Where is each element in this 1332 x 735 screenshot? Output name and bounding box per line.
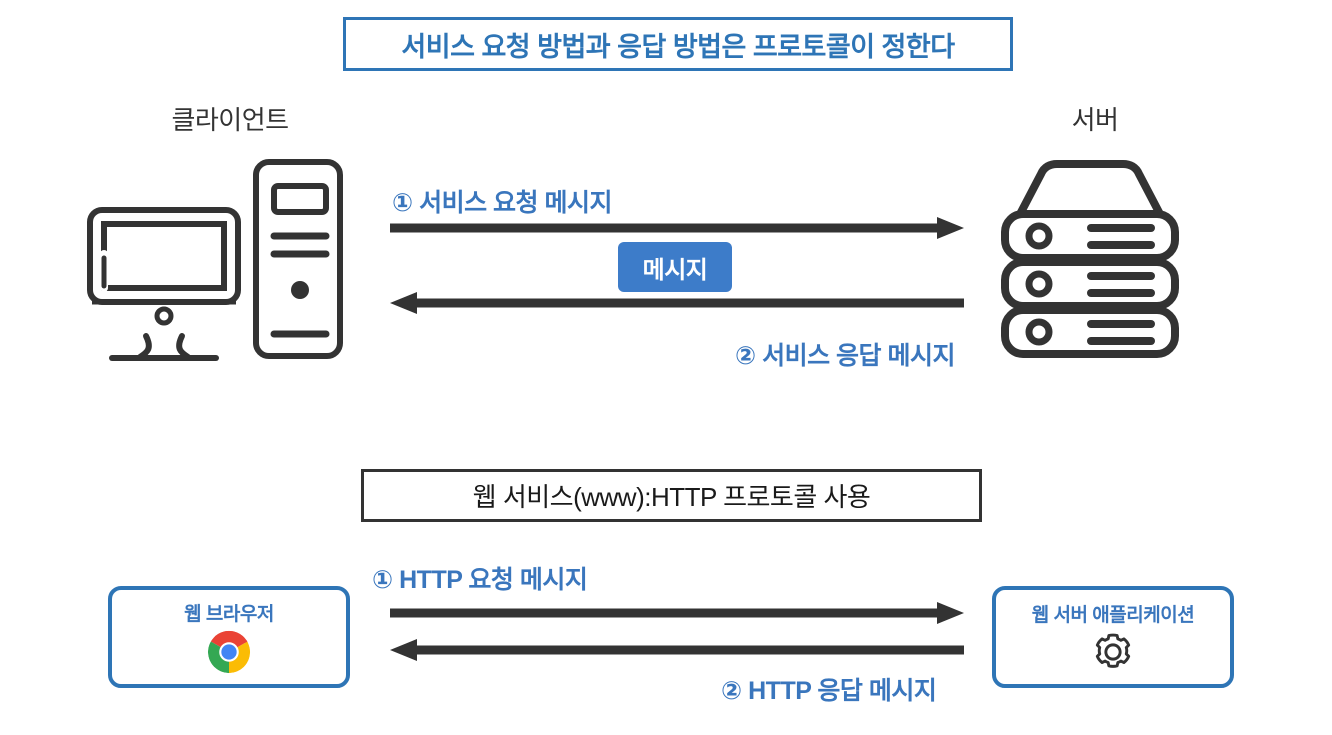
title-text: 서비스 요청 방법과 응답 방법은 프로토콜이 정한다 xyxy=(401,31,955,62)
message-badge-label: 메시지 xyxy=(642,256,708,284)
service-request-label: ① 서비스 요청 메시지 xyxy=(392,189,613,217)
server-caption: 서버 xyxy=(1071,105,1119,135)
web-server-application-node: 웹 서버 애플리케이션 xyxy=(992,586,1234,688)
web-server-application-label: 웹 서버 애플리케이션 xyxy=(1031,605,1195,626)
http-request-label: ① HTTP 요청 메시지 xyxy=(372,566,588,594)
web-browser-label: 웹 브라우저 xyxy=(184,604,274,625)
chrome-logo-icon xyxy=(206,629,252,675)
web-browser-node: 웹 브라우저 xyxy=(108,586,350,688)
section-heading-box: 웹 서비스(www):HTTP 프로토콜 사용 xyxy=(361,469,982,522)
server-stack-icon xyxy=(995,160,1185,365)
client-caption: 클라이언트 xyxy=(171,105,289,135)
arrow-left-icon xyxy=(388,291,966,320)
arrow-right-icon xyxy=(388,216,966,245)
desktop-computer-icon xyxy=(82,158,350,368)
section-heading-text: 웹 서비스(www):HTTP 프로토콜 사용 xyxy=(472,482,871,512)
arrow-right-icon xyxy=(388,601,966,630)
http-response-label: ② HTTP 응답 메시지 xyxy=(721,677,937,705)
arrow-left-icon xyxy=(388,638,966,667)
title-banner: 서비스 요청 방법과 응답 방법은 프로토콜이 정한다 xyxy=(343,17,1013,71)
service-response-label: ② 서비스 응답 메시지 xyxy=(735,342,956,370)
gear-icon xyxy=(1091,630,1135,674)
message-badge: 메시지 xyxy=(618,242,732,292)
